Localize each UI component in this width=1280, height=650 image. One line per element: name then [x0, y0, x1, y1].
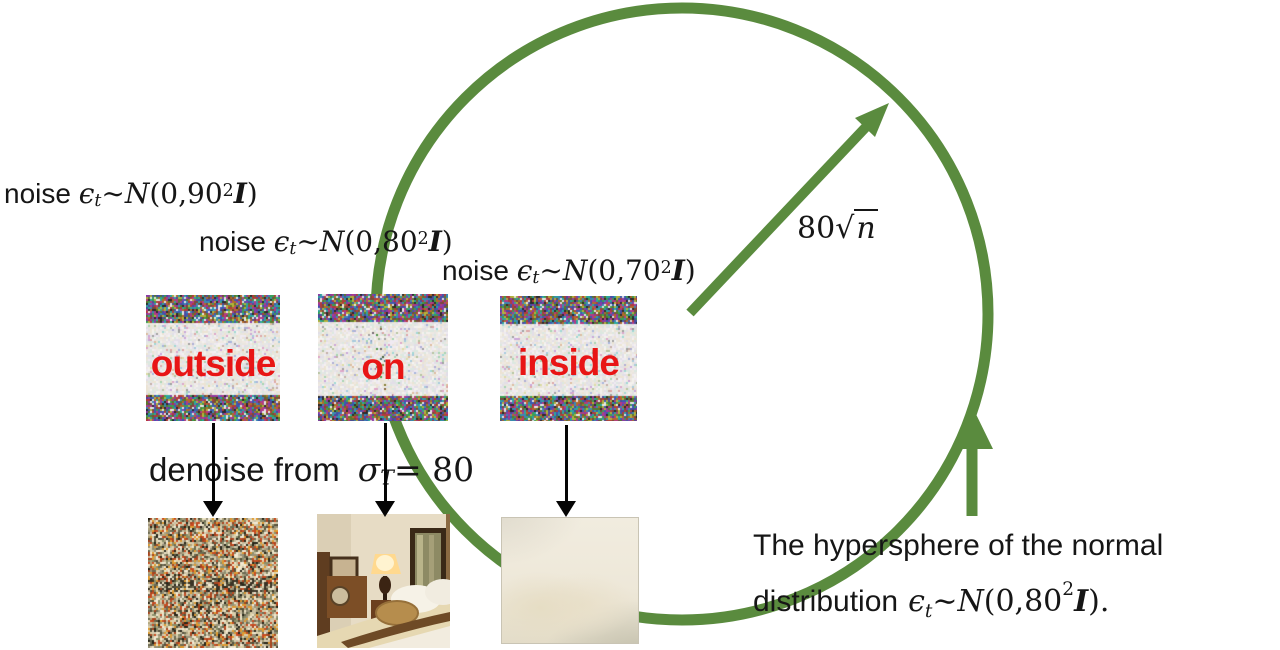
denoised-on-image	[317, 514, 461, 648]
subscript-t: t	[94, 190, 102, 211]
patch-label-inside: inside	[518, 342, 620, 383]
denoised-inside-image	[501, 517, 639, 644]
subscript-t: t	[289, 238, 297, 259]
denoised-outside-image	[148, 518, 278, 648]
open-paren: (0,	[587, 254, 625, 287]
radius-length-label: 80√n	[797, 209, 878, 246]
tilde-symbol: ∼	[932, 583, 958, 619]
sigma-value: 90	[187, 177, 223, 210]
tilde-symbol: ∼	[539, 254, 563, 287]
close-paren: )	[441, 225, 453, 258]
epsilon-symbol: ϵ	[273, 225, 290, 258]
denoise-caption: denoise from σT= 80	[149, 450, 474, 489]
hypersphere-caption-line1: The hypersphere of the normal	[753, 524, 1163, 568]
superscript-2: 2	[417, 228, 429, 249]
tilde-symbol: ∼	[296, 225, 320, 258]
noise-patch-outside: outside	[146, 295, 280, 421]
noise-patch-inside: inside	[500, 296, 637, 421]
noise-word: noise	[4, 178, 79, 209]
hypersphere-caption-line2: distribution ϵt∼N(0,802I).	[753, 568, 1163, 634]
up-arrow-head-icon	[951, 406, 993, 449]
noise-word: noise	[199, 226, 274, 257]
denoise-arrow-inside	[556, 425, 577, 517]
lamp-glow	[376, 555, 394, 571]
normal-symbol: N	[957, 583, 984, 619]
subscript-T: T	[380, 465, 394, 490]
normal-symbol: N	[319, 225, 345, 258]
patch-label-on: on	[361, 346, 405, 387]
clock	[330, 586, 350, 606]
superscript-2: 2	[660, 257, 672, 278]
blanket-stripe	[341, 612, 450, 648]
arrow-head-icon	[556, 501, 576, 517]
caption-text: The hypersphere of the normal	[753, 529, 1164, 562]
tilde-symbol: ∼	[101, 177, 125, 210]
sigma-equals-value: = 80	[393, 450, 475, 489]
epsilon-symbol: ϵ	[516, 254, 533, 287]
noise-patch-on: on	[318, 294, 448, 421]
noise-label-90: noise ϵt∼N(0,902I)	[4, 177, 258, 211]
radius-arrow-head-icon	[855, 103, 889, 137]
sigma-value: 70	[625, 254, 661, 287]
epsilon-symbol: ϵ	[78, 177, 95, 210]
radicand-n: n	[854, 209, 878, 246]
superscript-2: 2	[222, 180, 234, 201]
radius-coefficient: 80	[797, 211, 836, 246]
sigma-value: 80	[382, 225, 418, 258]
close-paren: ).	[1088, 583, 1110, 619]
identity-matrix-symbol: I	[428, 225, 442, 258]
arrow-shaft	[565, 425, 568, 502]
sigma-value: 80	[1024, 583, 1063, 619]
superscript-2: 2	[1062, 579, 1075, 600]
noise-image	[146, 295, 280, 421]
lamp-body	[379, 576, 391, 594]
arrow-head-icon	[375, 501, 395, 517]
radius-arrow-shaft	[686, 123, 870, 317]
subscript-t: t	[924, 600, 933, 622]
noise-label-70: noise ϵt∼N(0,702I)	[442, 254, 696, 288]
noise-label-80: noise ϵt∼N(0,802I)	[199, 225, 453, 259]
denoise-arrow-outside	[203, 423, 224, 517]
sqrt-symbol: √	[835, 211, 855, 246]
close-paren: )	[684, 254, 696, 287]
identity-matrix-symbol: I	[671, 254, 685, 287]
subscript-t: t	[532, 267, 540, 288]
denoise-caption-text: denoise from	[149, 451, 340, 488]
noise-image	[500, 296, 637, 421]
hypersphere-caption: The hypersphere of the normal distributi…	[753, 524, 1163, 634]
denoise-arrow-on	[375, 423, 396, 517]
arrow-shaft	[384, 423, 387, 502]
picture-highlight	[429, 535, 434, 589]
picture-highlight	[417, 535, 423, 589]
open-paren: (0,	[344, 225, 382, 258]
open-paren: (0,	[149, 177, 187, 210]
patch-label-outside: outside	[150, 343, 277, 384]
noise-word: noise	[442, 255, 517, 286]
bedroom-result-image	[317, 514, 461, 648]
open-paren: (0,	[983, 583, 1025, 619]
identity-matrix-symbol: I	[1074, 583, 1089, 619]
arrow-shaft	[212, 423, 215, 502]
left-furniture	[317, 552, 330, 648]
sheet-fold	[369, 626, 450, 648]
garbled-noise-result-image	[148, 518, 278, 648]
normal-symbol: N	[124, 177, 150, 210]
caption-text: distribution	[753, 584, 899, 618]
identity-matrix-symbol: I	[233, 177, 247, 210]
sigma-symbol: σ	[357, 450, 381, 489]
close-paren: )	[246, 177, 258, 210]
arrow-head-icon	[203, 501, 223, 517]
noise-image	[318, 294, 448, 421]
normal-symbol: N	[562, 254, 588, 287]
epsilon-symbol: ϵ	[908, 583, 925, 619]
